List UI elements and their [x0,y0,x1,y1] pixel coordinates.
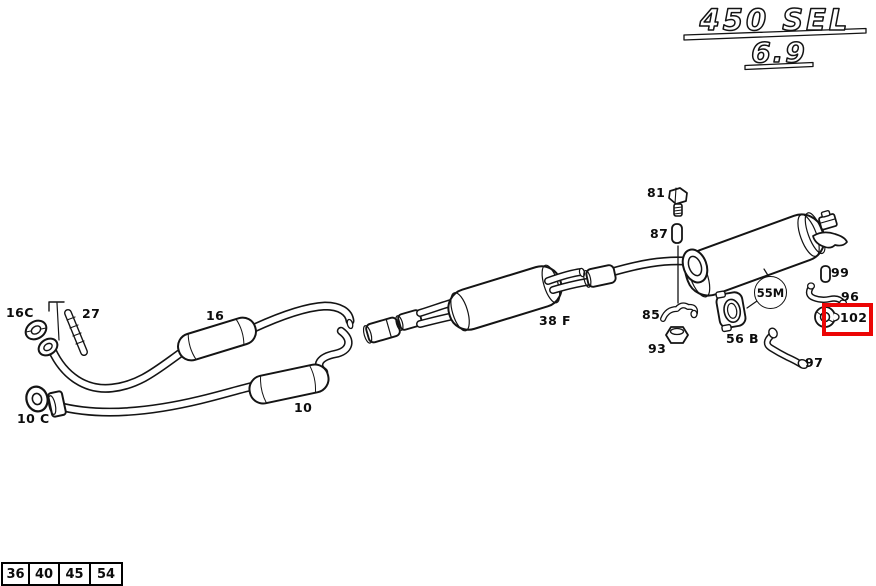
callout-85[interactable]: 85 [642,307,661,322]
rubber-bushing-87-icon [671,223,683,244]
callout-93[interactable]: 93 [648,341,667,356]
callout-55M[interactable]: 55M [754,276,787,309]
rear-inlet-pipe [583,256,689,288]
footer-tab-54[interactable]: 54 [91,562,123,586]
front-pipe-10 [53,381,259,417]
gasket-ring-16C-icon [24,319,59,357]
callout-97[interactable]: 97 [805,355,824,370]
badge-bar-bottom [744,61,814,71]
badge-engine-text: 6.9 [751,36,807,69]
clamp-bolt-81-icon [668,187,688,217]
callout-16[interactable]: 16 [206,308,225,323]
rubber-bushing-99-icon [820,265,831,283]
front-resonator-10 [248,363,330,405]
badge-bar-top [683,27,867,41]
callout-99[interactable]: 99 [831,265,850,280]
footer-tabs: 36 40 45 54 [1,562,123,586]
strap-hanger-97-icon [763,327,809,370]
footer-tab-36[interactable]: 36 [1,562,30,586]
center-muffler-38F [447,264,563,332]
selection-highlight-box [822,303,873,336]
callout-102[interactable]: 102 [840,310,868,325]
callout-38F[interactable]: 38 F [539,313,571,328]
callout-56B[interactable]: 56 B [726,331,759,346]
callout-81[interactable]: 81 [647,185,666,200]
badge-model-text: 450 SEL [699,3,851,37]
front-resonator-16 [177,316,257,362]
leader-line-55M [763,268,770,278]
tailpipe-tip [812,209,848,249]
callout-10C[interactable]: 10 C [17,411,50,426]
callout-87[interactable]: 87 [650,226,669,241]
hex-nut-93-icon [665,326,689,344]
clamp-85-icon [660,302,699,322]
leader-line-56B [746,300,758,309]
callout-16C[interactable]: 16C [6,305,34,320]
flange-bracket-56B-icon [715,290,747,333]
footer-tab-40[interactable]: 40 [30,562,60,586]
callout-96[interactable]: 96 [841,289,860,304]
gasket-ring-10C-icon [25,385,67,418]
callout-10[interactable]: 10 [294,400,313,415]
footer-tab-45[interactable]: 45 [60,562,91,586]
rear-inlet-flange [681,248,709,284]
pipe-coupling-front [362,309,423,344]
stud-bolt-27-icon [48,301,88,356]
callout-27[interactable]: 27 [82,306,101,321]
model-badge: 450 SEL 6.9 [683,2,867,71]
